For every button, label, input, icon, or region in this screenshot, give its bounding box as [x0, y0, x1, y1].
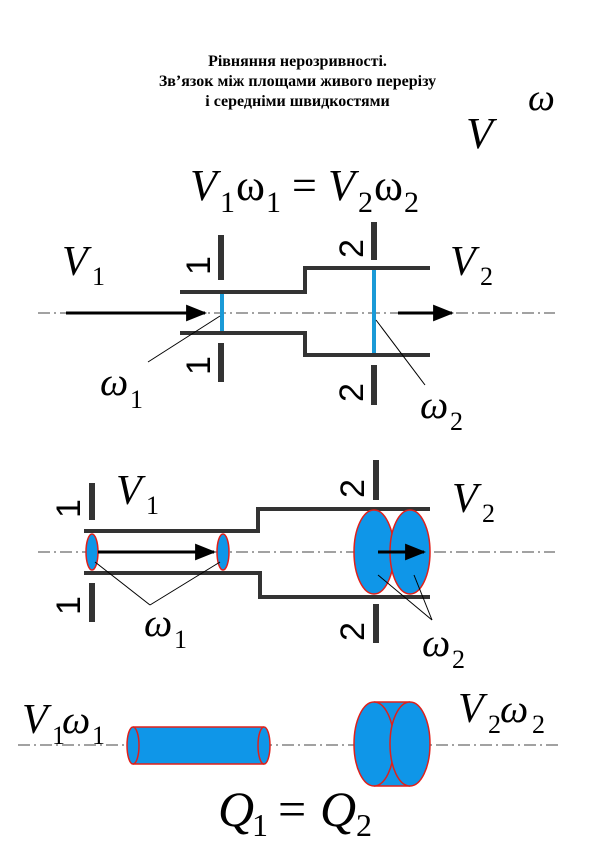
v1-label-3: V — [22, 697, 52, 743]
omega1-leader-2a — [94, 561, 151, 606]
omega2-leader-2b — [413, 574, 433, 621]
omega2-label-2: ω — [422, 620, 450, 665]
v1-label-2-sub: 1 — [146, 491, 159, 520]
section-1-label-top-2: 1 — [50, 499, 88, 518]
eq-omega2-sub: 2 — [404, 186, 419, 219]
eq-v1-sub: 1 — [220, 186, 235, 219]
section-1-label-bottom: 1 — [180, 356, 218, 375]
omega2-label-3-sub: 2 — [532, 710, 545, 739]
omega2-label-2-sub: 2 — [452, 645, 465, 674]
eq-omega1: ω — [236, 161, 265, 210]
cylinder-1-body — [133, 727, 264, 764]
omega-symbol: ω — [528, 77, 555, 119]
v1-label-2: V — [116, 468, 146, 514]
section-1-ellipse-end — [216, 533, 230, 571]
omega1-label-3: ω — [62, 697, 90, 742]
q1-sub: 1 — [252, 807, 268, 842]
section-1-label-bottom-2: 1 — [50, 596, 88, 615]
omega2-label-1-sub: 2 — [450, 407, 463, 436]
continuity-equation: V 1 ω 1 = V 2 ω 2 — [190, 161, 419, 219]
section-2-label-top-2: 2 — [334, 479, 372, 498]
pipe-top-1 — [180, 266, 430, 294]
diagram-3: V 1 ω 1 V 2 ω 2 — [18, 686, 560, 787]
omega1-label-3-sub: 1 — [92, 721, 105, 750]
q2-label: Q — [320, 781, 356, 837]
title-line-3: і середніми швидкостями — [205, 93, 390, 110]
omega2-label-1: ω — [420, 382, 448, 427]
title-line-2: Зв’язок між площами живого перерізу — [158, 73, 437, 90]
cylinder-2-end — [389, 701, 431, 787]
v2-label-2-sub: 2 — [482, 499, 495, 528]
cylinder-1-start — [126, 726, 140, 765]
pipe-bottom-2 — [84, 571, 430, 599]
page-title: Рівняння нерозривності. Зв’язок між площ… — [0, 52, 595, 112]
omega2-leader-2a — [377, 574, 433, 621]
eq-equals: = — [292, 161, 317, 210]
v-symbol: V — [466, 109, 498, 158]
title-line-1: Рівняння нерозривності. — [208, 53, 387, 70]
omega1-leader-1 — [147, 315, 221, 363]
v2-label-3: V — [458, 686, 488, 732]
q1-label: Q — [218, 781, 254, 837]
section-1-label-top: 1 — [180, 256, 218, 275]
v2-label-1-sub: 2 — [480, 262, 493, 291]
v1-label-1-sub: 1 — [92, 262, 105, 291]
eq-v2-sub: 2 — [358, 186, 373, 219]
flow-rate-equation: Q 1 = Q 2 — [218, 781, 372, 842]
v2-label-3-sub: 2 — [488, 710, 501, 739]
cylinder-2-start — [353, 701, 395, 787]
section-2-label-top: 2 — [333, 239, 371, 258]
omega1-label-1: ω — [100, 359, 128, 404]
v2-label-2: V — [452, 476, 482, 522]
pipe-top-2 — [84, 507, 430, 533]
section-2-label-bottom: 2 — [333, 383, 371, 402]
eq-omega1-sub: 1 — [266, 186, 281, 219]
diagram-2: 1 1 2 2 V 1 V 2 ω 1 ω 2 — [38, 460, 555, 674]
diagram-1: 1 1 2 2 V 1 V 2 ω 1 ω 2 — [38, 222, 555, 436]
omega1-label-2-sub: 1 — [174, 625, 187, 654]
q-equals: = — [278, 781, 306, 837]
pipe-bottom-1 — [180, 331, 430, 357]
cylinder-1-end — [257, 726, 271, 765]
section-1-ellipse-start — [85, 533, 99, 571]
omega2-leader-1 — [375, 319, 426, 386]
section-2-label-bottom-2: 2 — [334, 622, 372, 641]
v2-label-1: V — [450, 239, 480, 285]
v1-label-1: V — [62, 239, 92, 285]
omega1-label-2: ω — [144, 600, 172, 645]
omega1-leader-2b — [149, 561, 221, 606]
v1-label-3-sub: 1 — [52, 721, 65, 750]
eq-omega2: ω — [374, 161, 403, 210]
omega2-label-3: ω — [500, 686, 528, 731]
omega1-label-1-sub: 1 — [130, 385, 143, 414]
q2-sub: 2 — [356, 807, 372, 842]
eq-v1: V — [190, 161, 222, 210]
eq-v2: V — [328, 161, 360, 210]
